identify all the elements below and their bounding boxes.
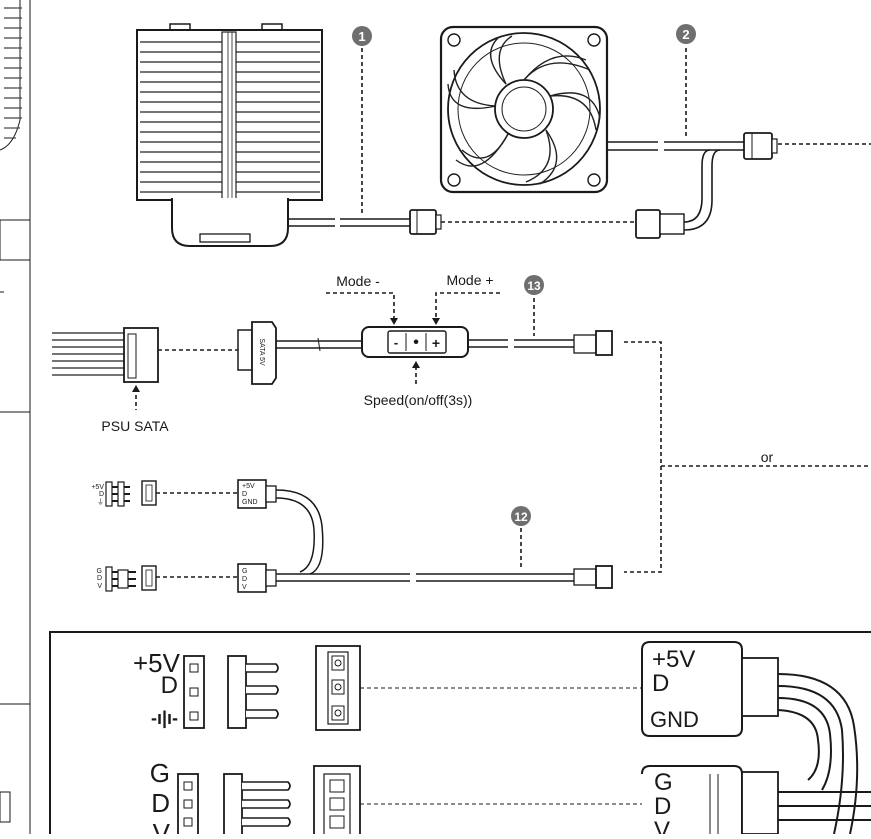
detail-bottom-pin-2: V bbox=[153, 818, 171, 834]
split-top-0: +5V bbox=[242, 483, 255, 490]
callout-12-number: 12 bbox=[514, 510, 528, 524]
callout-1: 1 bbox=[352, 26, 372, 46]
psu-sata-label: PSU SATA bbox=[101, 418, 169, 434]
or-routing: or bbox=[624, 341, 871, 573]
split-bot-1: D bbox=[242, 576, 247, 583]
small-ground: ⏚ bbox=[97, 498, 104, 506]
fan-cable-splitter bbox=[441, 48, 871, 239]
split-top-2: GND bbox=[242, 499, 258, 506]
case-fan bbox=[439, 25, 609, 194]
argb-header-5v: +5V D ⏚ bbox=[91, 480, 238, 507]
detail-bottom-pin-0: G bbox=[150, 758, 170, 788]
argb-header-gdv: G D V bbox=[97, 565, 238, 592]
or-label: or bbox=[761, 449, 774, 465]
detail-big-bottom-1: D bbox=[654, 793, 671, 820]
cpu-cooler-heatsink bbox=[136, 23, 323, 247]
mode-minus-label: Mode - bbox=[336, 273, 380, 289]
split-bot-0: G bbox=[242, 568, 247, 575]
detail-big-top-2: GND bbox=[650, 707, 699, 732]
callout-13-number: 13 bbox=[527, 279, 541, 293]
split-bot-2: V bbox=[242, 584, 247, 591]
detail-bottom-pin-1: D bbox=[151, 788, 170, 818]
mode-plus-label: Mode + bbox=[446, 272, 493, 288]
detail-big-bottom-0: G bbox=[654, 769, 673, 796]
left-edge-fragments bbox=[0, 0, 31, 834]
small-dd: D bbox=[97, 575, 102, 582]
cooler-fan-cable bbox=[288, 48, 442, 235]
sata-tag: SATA 5V bbox=[258, 338, 265, 366]
small-d: D bbox=[99, 491, 104, 498]
argb-splitter: +5V D GND G D V 12 bbox=[237, 479, 613, 593]
detail-panel: +5V D -ı|ı- +5V D GND G D V bbox=[49, 631, 871, 839]
mode-plus-button[interactable]: + bbox=[432, 335, 440, 351]
detail-big-bottom-2: V bbox=[654, 817, 670, 834]
detail-top-pin-1: D bbox=[161, 672, 178, 699]
small-g: G bbox=[97, 568, 102, 575]
small-5v: +5V bbox=[91, 484, 104, 491]
sata-adapter: SATA 5V bbox=[237, 321, 362, 385]
detail-top-pin-0: +5V bbox=[133, 648, 181, 678]
callout-2: 2 bbox=[676, 24, 696, 44]
speed-label: Speed(on/off(3s)) bbox=[364, 392, 473, 408]
small-v: V bbox=[97, 583, 102, 590]
callout-1-number: 1 bbox=[358, 29, 365, 44]
split-top-1: D bbox=[242, 491, 247, 498]
detail-big-top-0: +5V bbox=[652, 646, 695, 673]
detail-top-pin-2: -ı|ı- bbox=[151, 708, 178, 728]
fan-controller: - • + Mode - Mode + Speed(on/off(3s)) 13 bbox=[326, 272, 613, 408]
speed-button[interactable]: • bbox=[413, 334, 419, 351]
psu-sata-connector: PSU SATA bbox=[52, 327, 238, 434]
mode-minus-button[interactable]: - bbox=[394, 335, 398, 350]
detail-big-top-1: D bbox=[652, 670, 669, 697]
callout-2-number: 2 bbox=[682, 27, 689, 42]
